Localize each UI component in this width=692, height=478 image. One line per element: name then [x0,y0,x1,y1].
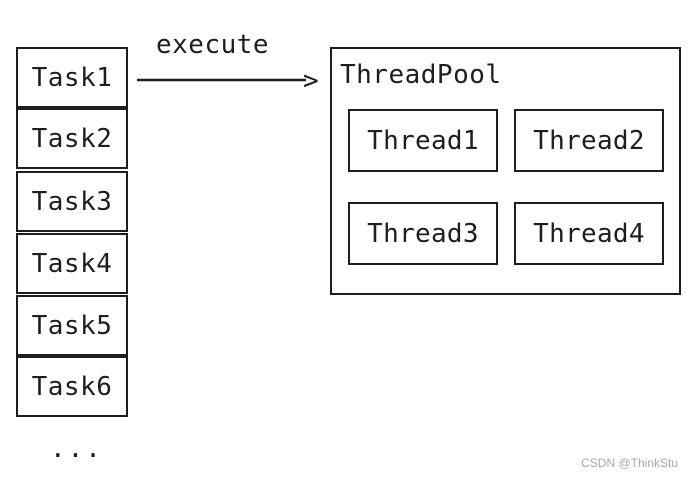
watermark: CSDN @ThinkStu [581,456,678,470]
more-tasks-ellipsis: ... [50,434,103,464]
task-label: Task5 [31,310,113,341]
task-cell-2: Task2 [16,108,128,169]
thread-pool-title: ThreadPool [340,60,502,90]
thread-label: Thread4 [533,218,645,249]
thread-label: Thread3 [367,218,479,249]
thread-cell-2: Thread2 [514,109,664,172]
execute-arrow-head: > [303,66,319,96]
execute-label: execute [156,30,270,60]
task-cell-5: Task5 [16,295,128,356]
task-cell-1: Task1 [16,47,128,108]
task-label: Task2 [31,123,113,154]
task-cell-3: Task3 [16,171,128,232]
thread-cell-1: Thread1 [348,109,498,172]
task-label: Task6 [31,371,113,402]
task-label: Task1 [31,62,113,93]
thread-cell-4: Thread4 [514,202,664,265]
task-label: Task4 [31,248,113,279]
thread-label: Thread2 [533,125,645,156]
thread-cell-3: Thread3 [348,202,498,265]
task-cell-4: Task4 [16,233,128,294]
thread-label: Thread1 [367,125,479,156]
task-cell-6: Task6 [16,356,128,417]
task-label: Task3 [31,186,113,217]
